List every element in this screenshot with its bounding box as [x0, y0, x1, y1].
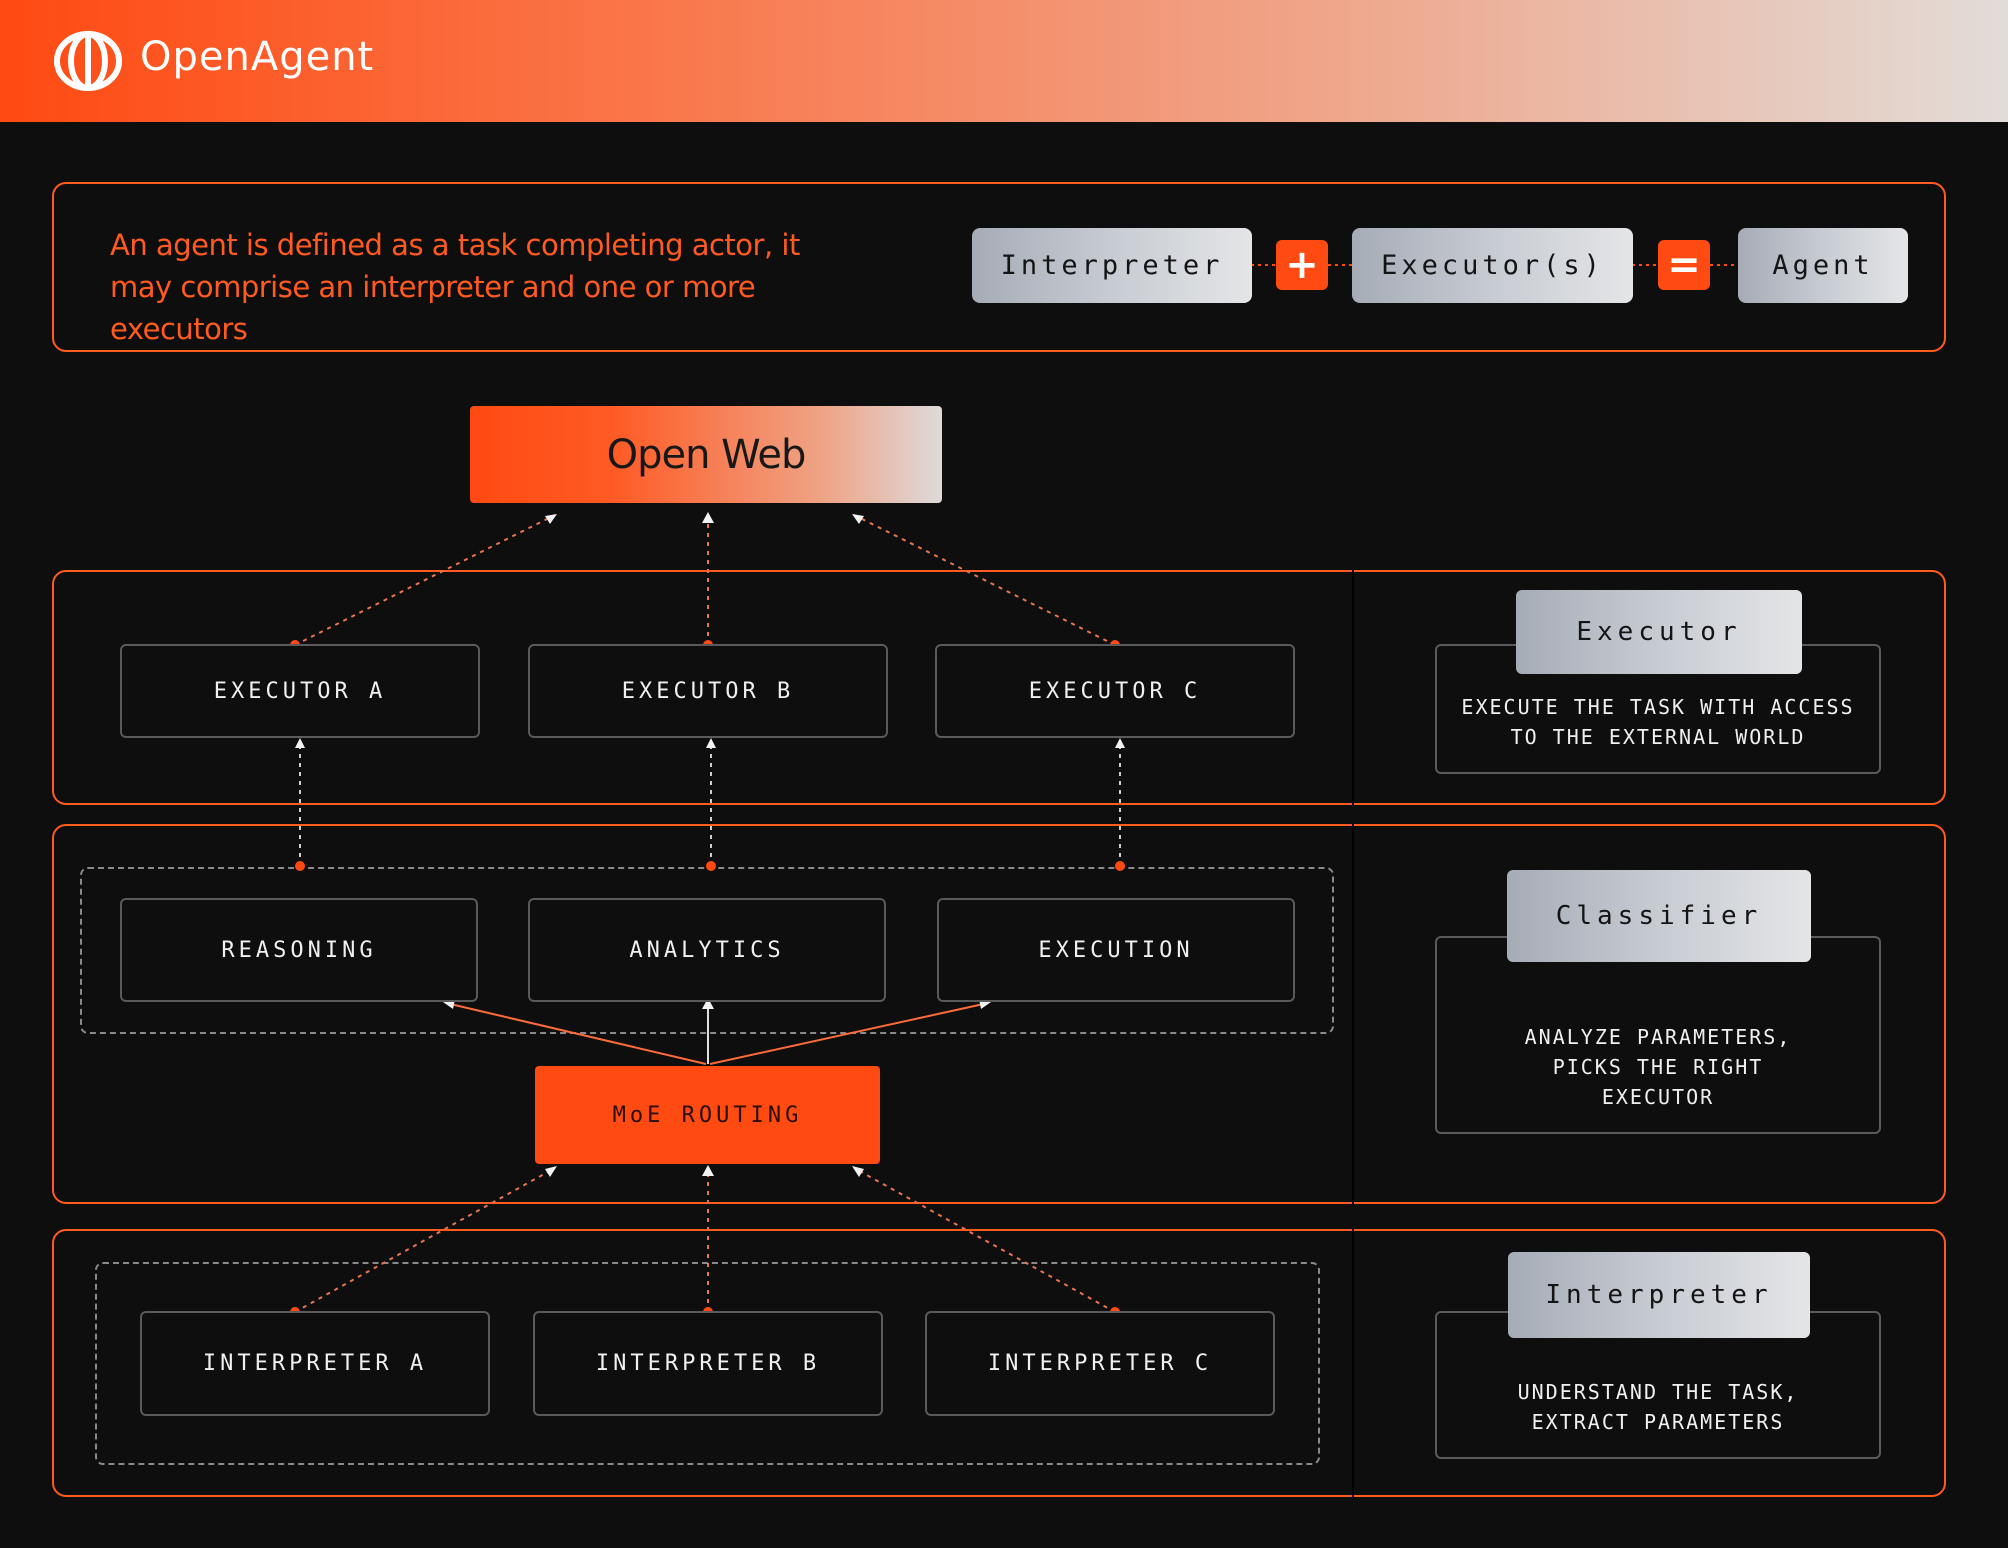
legend-divider [1352, 824, 1354, 1204]
interpreter-legend-card: UNDERSTAND THE TASK, EXTRACT PARAMETERS [1435, 1311, 1881, 1459]
interpreter-legend-description: UNDERSTAND THE TASK, EXTRACT PARAMETERS [1517, 1380, 1799, 1434]
executor-layer-panel [52, 570, 1946, 805]
interpreter-c-node: INTERPRETER C [925, 1311, 1275, 1416]
open-web-node: Open Web [470, 406, 942, 503]
definition-panel [52, 182, 1946, 352]
classifier-legend-title: Classifier [1507, 870, 1811, 962]
app-header: OpenAgent [0, 0, 2008, 122]
executor-c-node: EXECUTOR C [935, 644, 1295, 738]
equals-icon: = [1658, 240, 1710, 290]
interpreter-legend-title: Interpreter [1508, 1252, 1810, 1338]
classifier-legend-card: ANALYZE PARAMETERS, PICKS THE RIGHT EXEC… [1435, 936, 1881, 1134]
formula-agent-chip: Agent [1738, 228, 1908, 303]
reasoning-node: REASONING [120, 898, 478, 1002]
formula-executors-chip: Executor(s) [1352, 228, 1633, 303]
executor-legend-description: EXECUTE THE TASK WITH ACCESS TO THE EXTE… [1461, 695, 1855, 749]
interpreter-layer-panel [52, 1229, 1946, 1497]
brand-name: OpenAgent [140, 34, 375, 80]
analytics-node: ANALYTICS [528, 898, 886, 1002]
formula-connectors [1251, 264, 1738, 266]
interpreter-a-node: INTERPRETER A [140, 1311, 490, 1416]
classifier-legend-description: ANALYZE PARAMETERS, PICKS THE RIGHT EXEC… [1524, 1025, 1792, 1109]
moe-routing-node: MoE ROUTING [535, 1066, 880, 1164]
execution-node: EXECUTION [937, 898, 1295, 1002]
interpreter-b-node: INTERPRETER B [533, 1311, 883, 1416]
classifier-layer-panel [52, 824, 1946, 1204]
agent-definition-text: An agent is defined as a task completing… [110, 228, 800, 346]
legend-divider [1352, 1229, 1354, 1497]
executor-legend-title: Executor [1516, 590, 1802, 674]
executor-a-node: EXECUTOR A [120, 644, 480, 738]
executor-b-node: EXECUTOR B [528, 644, 888, 738]
formula-interpreter-chip: Interpreter [972, 228, 1252, 303]
plus-icon: + [1276, 240, 1328, 290]
openagent-logo-icon [54, 31, 122, 91]
legend-divider [1352, 570, 1354, 805]
